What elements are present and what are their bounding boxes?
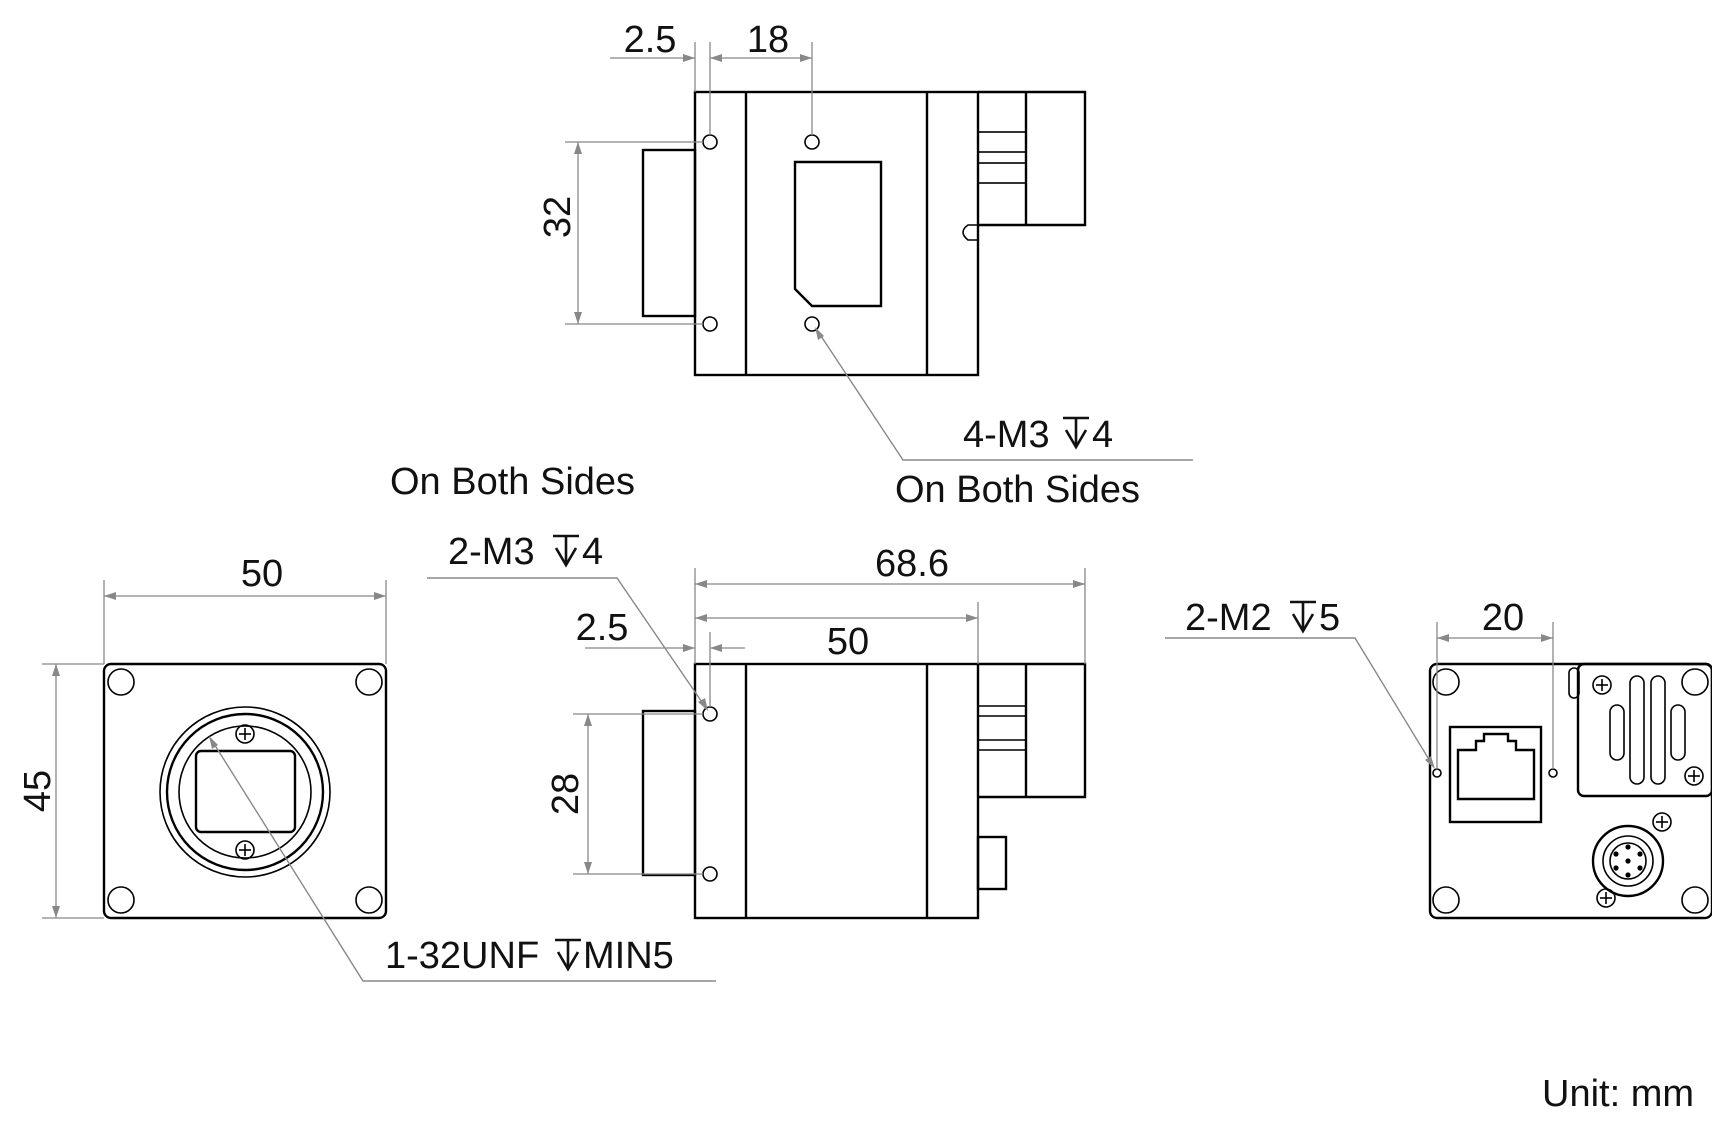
dim-width-label: 50: [241, 553, 283, 595]
callout-holes-label: 2-M3: [448, 531, 535, 573]
screw-icon: [1652, 812, 1672, 832]
screw-icon: [235, 724, 255, 744]
ethernet-jack: [1456, 732, 1536, 801]
screw-icon: [235, 840, 255, 860]
callout-mount-depth: MIN5: [583, 935, 674, 977]
ethernet-port-icon: [1448, 725, 1543, 824]
mounting-hole: [804, 134, 820, 150]
callout-holes-label: 2-M2: [1185, 597, 1272, 639]
corner-hole: [1432, 886, 1460, 914]
top-connector-block: [978, 90, 1087, 227]
side-body-outline: [693, 662, 980, 920]
callout-leader: [427, 577, 707, 709]
corner-hole: [1681, 668, 1709, 696]
front-view: 50 45 1-32UNF MIN5: [17, 553, 716, 982]
vent-slot: [1670, 704, 1686, 761]
dim-offset-label: 2.5: [624, 19, 677, 61]
callout-leader: [1165, 637, 1434, 767]
mounting-hole: [804, 316, 820, 332]
depth-symbol-icon: [1290, 600, 1316, 634]
depth-symbol-icon: [555, 938, 581, 972]
front-face-outline: [102, 662, 388, 920]
dim-length-body-label: 50: [827, 621, 869, 663]
side-note-label: On Both Sides: [390, 461, 635, 503]
vent-slot: [1629, 675, 1645, 785]
vent-slot: [1650, 675, 1666, 785]
side-connector-block: [978, 662, 1087, 799]
mounting-hole: [702, 316, 718, 332]
lens-mount-ring: [165, 712, 325, 872]
io-connector-icon: [1591, 824, 1665, 898]
top-body-outline: [693, 90, 980, 377]
depth-symbol-icon: [1063, 416, 1089, 450]
side-tab: [976, 835, 1008, 891]
lens-mount-outer-ring: [159, 706, 331, 878]
side-lens-mount: [641, 709, 697, 877]
callout-holes-depth: 5: [1319, 597, 1340, 639]
dim-hole-pitch-x-label: 18: [747, 19, 789, 61]
corner-hole: [355, 886, 383, 914]
screw-icon: [1684, 766, 1704, 786]
dim-hole-pitch-label: 20: [1482, 597, 1524, 639]
vent-slot: [1609, 704, 1625, 761]
top-label-plate: [793, 160, 883, 308]
top-connector-slot: [977, 162, 1027, 184]
top-connector-slot: [977, 131, 1027, 153]
callout-holes-depth: 4: [582, 531, 603, 573]
corner-hole: [355, 668, 383, 696]
top-view: 2.5 18 32 4-M3 4 On Both Sides: [537, 19, 1193, 511]
depth-symbol-icon: [553, 534, 579, 568]
mounting-hole: [702, 866, 718, 882]
callout-holes-depth: 4: [1092, 414, 1113, 456]
screw-icon: [1596, 888, 1616, 908]
sensor-window: [194, 749, 297, 834]
mounting-hole: [702, 706, 718, 722]
dim-height-label: 45: [17, 770, 59, 812]
dim-hole-pitch-y-label: 32: [537, 196, 579, 238]
dim-hole-pitch-label: 28: [545, 773, 587, 815]
unit-label: Unit: mm: [1542, 1073, 1694, 1115]
corner-hole: [107, 886, 135, 914]
top-lens-mount: [641, 148, 697, 318]
rear-face-outline: [1428, 662, 1712, 920]
callout-holes-label: 4-M3: [963, 414, 1050, 456]
callout-mount-label: 1-32UNF: [385, 935, 539, 977]
corner-hole: [1432, 668, 1460, 696]
rear-view: 20 2-M2 5: [1165, 597, 1712, 920]
vent-panel: [1576, 662, 1712, 798]
dim-offset-label: 2.5: [576, 607, 629, 649]
side-view: On Both Sides 68.6 50 2.5: [390, 461, 1087, 920]
callout-leader: [210, 738, 716, 982]
callout-holes-note: On Both Sides: [895, 469, 1140, 511]
corner-hole: [107, 668, 135, 696]
dim-length-total-label: 68.6: [875, 543, 949, 585]
mounting-hole: [702, 134, 718, 150]
lens-mount-inner-ring: [178, 725, 312, 859]
mounting-hole: [1432, 768, 1442, 778]
corner-hole: [1681, 886, 1709, 914]
screw-icon: [1592, 675, 1612, 695]
callout-leader: [816, 329, 1193, 461]
mounting-hole: [1548, 768, 1558, 778]
top-notch: [962, 224, 978, 241]
